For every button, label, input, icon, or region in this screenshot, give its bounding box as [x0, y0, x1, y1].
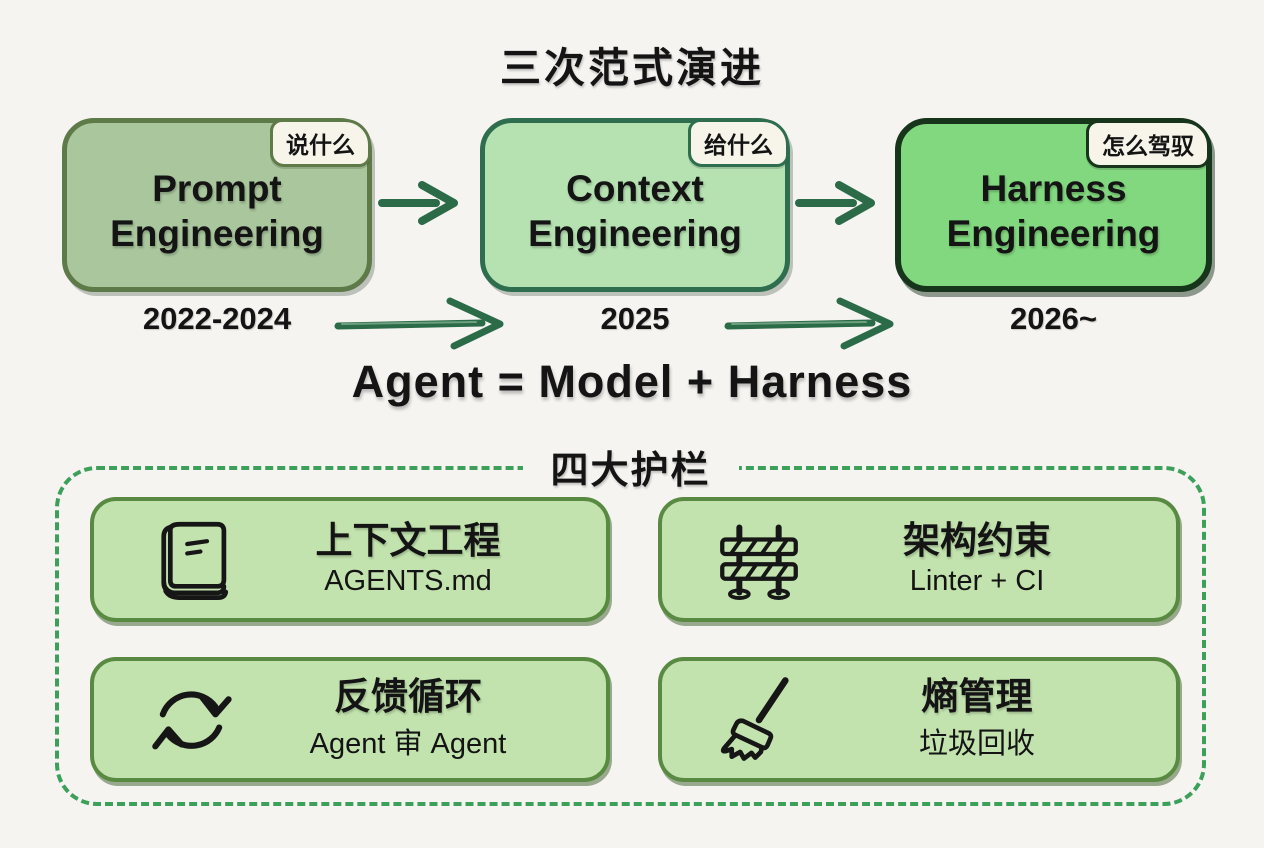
card-subtitle: AGENTS.md	[324, 564, 492, 597]
card-title: 反馈循环	[334, 675, 482, 717]
card-text: 上下文工程 AGENTS.md	[238, 520, 578, 598]
guardrail-card-architecture: 架构约束 Linter + CI	[658, 497, 1180, 622]
card-title: 上下文工程	[315, 520, 501, 562]
stage-period: 2026~	[1009, 301, 1098, 336]
stage-box-context-engineering: 给什么 Context Engineering	[480, 118, 790, 292]
guardrails-title: 四大护栏	[522, 439, 739, 495]
stage-period: 2025	[600, 301, 670, 336]
barrier-icon	[712, 513, 806, 607]
stage-name: Prompt Engineering	[110, 167, 324, 254]
card-subtitle: Linter + CI	[909, 564, 1045, 597]
card-subtitle: 垃圾回收	[918, 728, 1035, 761]
broom-icon	[712, 673, 806, 767]
guardrail-card-feedback: 反馈循环 Agent 审 Agent	[90, 657, 610, 782]
card-subtitle: Agent 审 Agent	[309, 728, 507, 761]
card-text: 反馈循环 Agent 审 Agent	[238, 675, 578, 763]
stage-badge: 说什么	[270, 119, 371, 167]
arrow-right-icon	[795, 180, 895, 226]
stage-name: Context Engineering	[528, 167, 742, 254]
stage-name: Harness Engineering	[946, 167, 1161, 254]
guardrail-card-entropy: 熵管理 垃圾回收	[658, 657, 1180, 782]
card-title: 架构约束	[903, 520, 1051, 562]
stage-badge: 怎么驾驭	[1086, 120, 1210, 168]
timeline-arrow-icon	[722, 296, 927, 350]
cycle-icon	[144, 673, 238, 767]
card-text: 架构约束 Linter + CI	[806, 520, 1148, 598]
card-text: 熵管理 垃圾回收	[806, 675, 1148, 763]
timeline-arrow-icon	[332, 296, 537, 350]
formula-heading: Agent = Model + Harness	[351, 356, 913, 407]
stage-box-harness-engineering: 怎么驾驭 Harness Engineering	[895, 118, 1212, 292]
arrow-right-icon	[378, 180, 478, 226]
page-title: 三次范式演进	[500, 45, 764, 91]
stage-period: 2022-2024	[142, 301, 292, 336]
book-icon	[144, 513, 238, 607]
stage-badge: 给什么	[688, 119, 789, 167]
stage-box-prompt-engineering: 说什么 Prompt Engineering	[62, 118, 372, 292]
guardrails-section: 四大护栏 上下文工程 AGENTS.md	[55, 439, 1206, 806]
guardrail-card-context: 上下文工程 AGENTS.md	[90, 497, 610, 622]
card-title: 熵管理	[921, 675, 1033, 717]
